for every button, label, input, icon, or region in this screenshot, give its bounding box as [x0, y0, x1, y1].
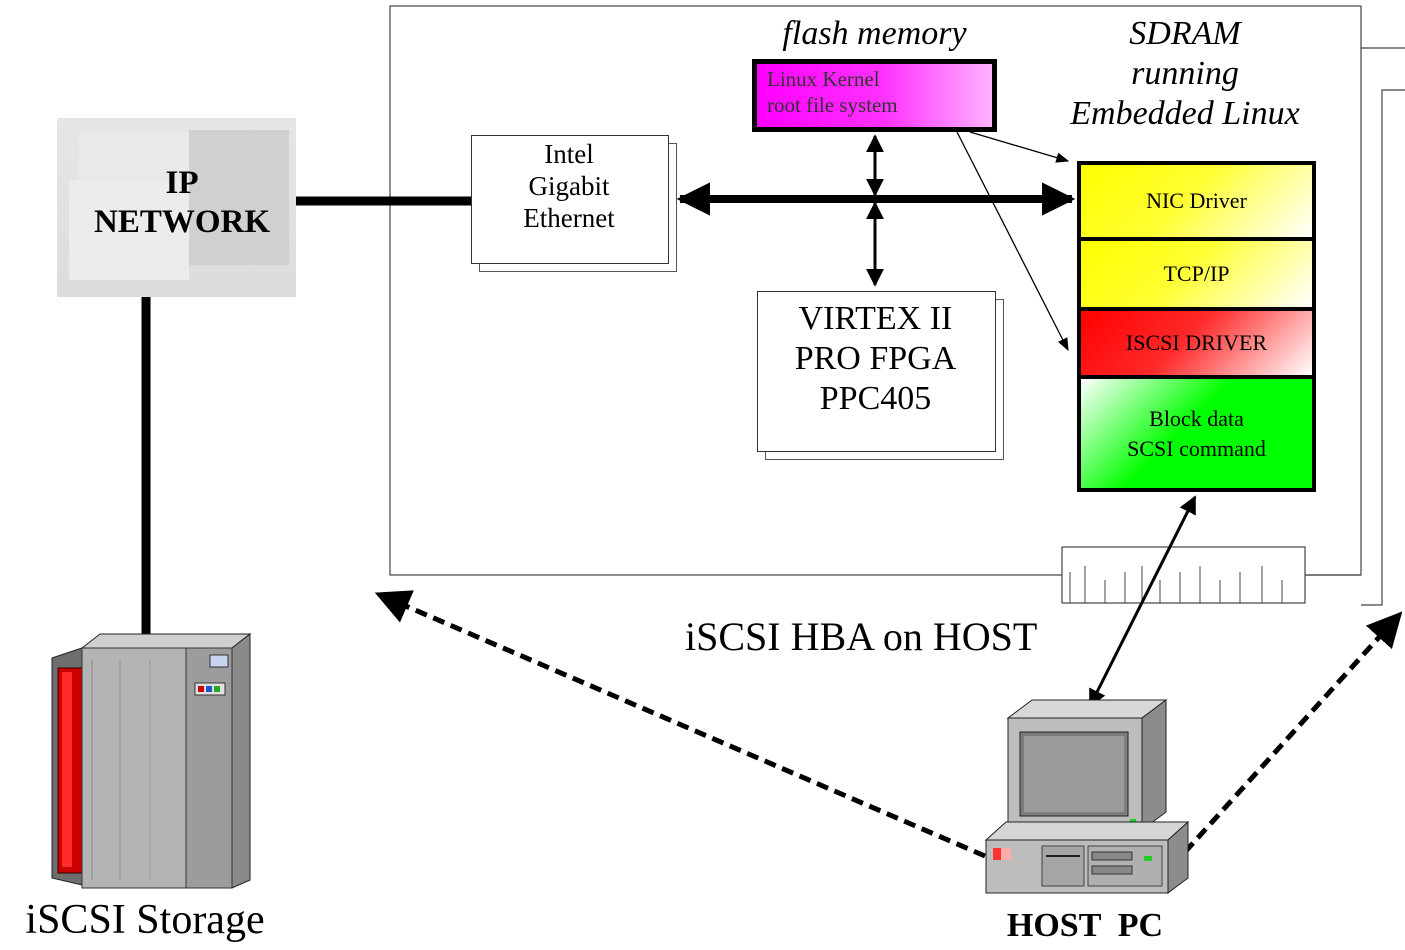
nic-line2: Gigabit — [528, 170, 610, 201]
flash-line1: Linux Kernel — [767, 67, 880, 91]
fpga-line2: PRO FPGA — [794, 340, 957, 378]
nic-line3: Ethernet — [523, 202, 615, 233]
nic-driver-layer: NIC Driver — [1081, 165, 1312, 237]
iscsi-driver-label: ISCSI DRIVER — [1125, 330, 1268, 356]
flash-to-nic-driver-arrow — [969, 131, 1070, 163]
block-data-line2: SCSI command — [1127, 435, 1266, 461]
tcpip-layer: TCP/IP — [1081, 241, 1312, 307]
fpga-line3: PPC405 — [819, 380, 932, 418]
host-pc-label: HOST PC — [1006, 907, 1164, 944]
sdram-label: SDRAM running Embedded Linux — [1040, 14, 1330, 134]
virtex-fpga-box — [757, 291, 996, 452]
ip-network-label: IP NETWORK — [57, 164, 307, 242]
intel-gigabit-ethernet-box — [471, 135, 669, 264]
nic-line1: Intel — [544, 139, 594, 169]
iscsi-storage-label: iSCSI Storage — [25, 897, 265, 943]
software-stack: NIC Driver TCP/IP ISCSI DRIVER Block dat… — [1077, 161, 1316, 492]
intel-gigabit-ethernet-label: Intel Gigabit Ethernet — [471, 139, 667, 235]
host-to-card-dashed-arrow — [374, 590, 986, 859]
host-to-bracket-dashed-arrow — [1183, 611, 1403, 854]
fpga-line1: VIRTEX II — [798, 300, 953, 337]
block-data-line1: Block data — [1149, 405, 1244, 431]
stack-to-host-arrow — [1088, 495, 1197, 708]
sdram-line3: Embedded Linux — [1070, 95, 1300, 133]
flash-line2: root file system — [767, 93, 898, 118]
flash-to-iscsi-driver-arrow — [956, 131, 1069, 352]
iscsi-hba-label: iSCSI HBA on HOST — [685, 614, 1038, 659]
flash-memory-title: flash memory — [782, 15, 967, 52]
host-pc-icon — [984, 699, 1190, 894]
ip-network-line1: IP — [165, 165, 199, 201]
card-bracket — [1361, 89, 1405, 606]
nic-driver-label: NIC Driver — [1146, 188, 1247, 214]
flash-memory-box: Linux Kernel root file system — [752, 59, 997, 132]
sdram-line2: running — [1131, 55, 1239, 93]
ip-network-line2: NETWORK — [93, 203, 271, 240]
pci-connector — [1061, 546, 1306, 604]
block-data-layer: Block data SCSI command — [1081, 379, 1312, 488]
tcpip-label: TCP/IP — [1163, 261, 1230, 287]
ip-network-block — [57, 118, 296, 297]
iscsi-driver-layer: ISCSI DRIVER — [1081, 311, 1312, 375]
virtex-fpga-label: VIRTEX II PRO FPGA PPC405 — [757, 299, 994, 419]
sdram-line1: SDRAM — [1129, 15, 1241, 52]
storage-server-icon — [51, 632, 252, 889]
